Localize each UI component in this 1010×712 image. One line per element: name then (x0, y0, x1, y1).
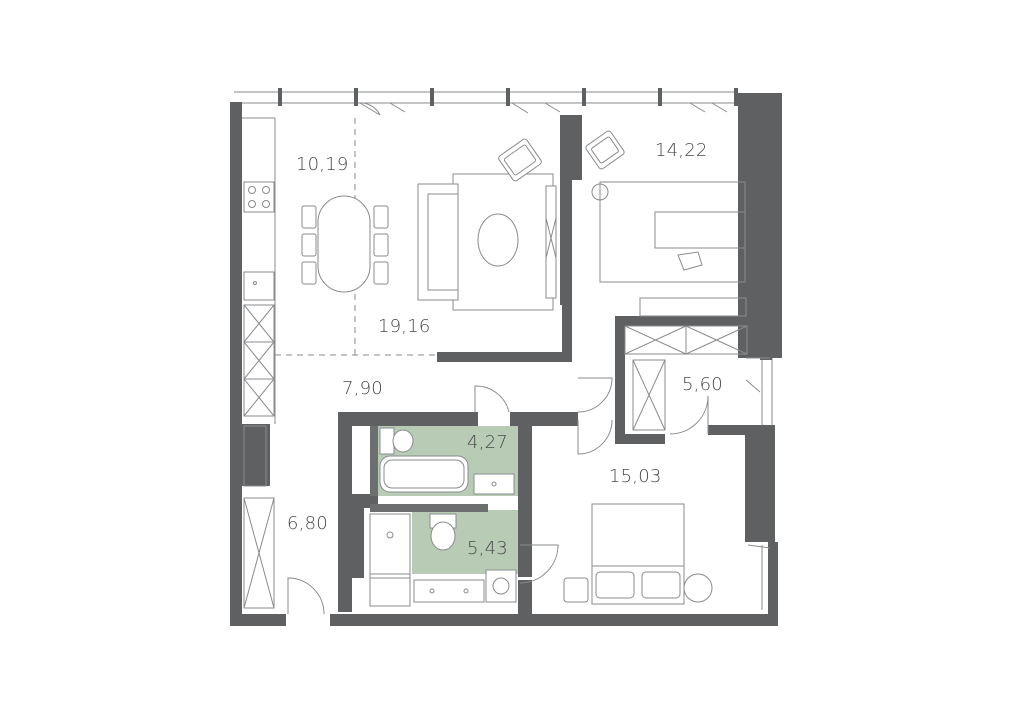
doors (287, 357, 771, 615)
area-label-shower-room: 5,43 (467, 538, 508, 559)
area-label-entrance: 6,80 (287, 513, 328, 534)
bathroom-fixtures (379, 427, 515, 495)
area-label-bedroom-1: 14,22 (655, 140, 708, 161)
living-furniture (417, 130, 625, 311)
closet-storage (624, 325, 748, 431)
shower-fixtures (369, 513, 517, 607)
area-label-closet: 5,60 (682, 374, 723, 395)
window-mullions (278, 88, 738, 106)
bedroom-2-furniture (563, 503, 713, 605)
area-label-living: 19,16 (378, 316, 431, 337)
kitchen-counter (242, 117, 276, 424)
walls (230, 93, 782, 626)
dining-set (301, 195, 389, 293)
bedroom-1-furniture (591, 181, 747, 317)
area-label-hall: 7,90 (342, 378, 383, 399)
window-sashes (357, 102, 728, 116)
area-label-bathroom: 4,27 (467, 432, 508, 453)
zone-dividers (275, 118, 437, 356)
area-label-kitchen: 10,19 (296, 154, 349, 175)
entrance-wardrobe (243, 425, 275, 609)
hatched-walls (370, 426, 488, 512)
area-label-bedroom-2: 15,03 (609, 466, 662, 487)
